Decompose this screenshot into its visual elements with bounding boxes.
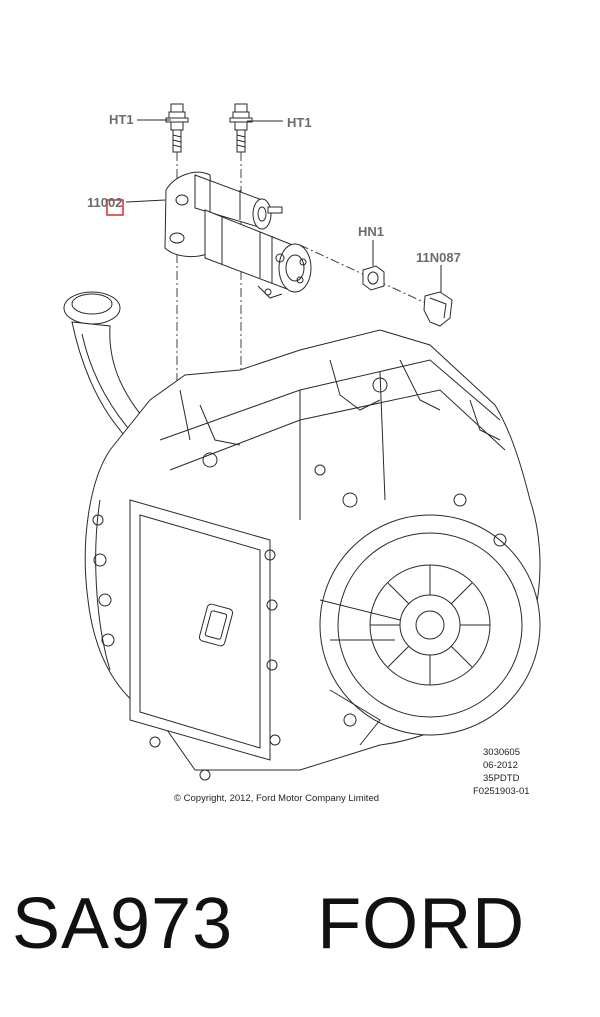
meta-line-4: F0251903-01 bbox=[473, 786, 530, 797]
callout-hn1: HN1 bbox=[358, 224, 384, 239]
meta-line-2: 06-2012 bbox=[483, 760, 518, 771]
caption-spacer bbox=[233, 884, 317, 964]
callout-11002: 11002 bbox=[87, 195, 122, 210]
bolt-right bbox=[229, 103, 253, 153]
cap bbox=[423, 291, 453, 327]
transmission bbox=[63, 291, 541, 781]
highlight-box bbox=[106, 199, 124, 216]
meta-line-1: 3030605 bbox=[483, 747, 520, 758]
callout-ht1-left: HT1 bbox=[109, 112, 134, 127]
leader-11002 bbox=[125, 199, 166, 203]
nut bbox=[362, 265, 385, 291]
caption-brand: FORD bbox=[317, 884, 526, 964]
starter-motor bbox=[164, 171, 312, 299]
bolt-left bbox=[165, 103, 189, 153]
caption: SA973 FORD bbox=[12, 888, 525, 960]
caption-part-number: SA973 bbox=[12, 884, 234, 964]
meta-line-3: 35PDTD bbox=[483, 773, 520, 784]
callout-11n087: 11N087 bbox=[416, 250, 461, 265]
copyright-text: © Copyright, 2012, Ford Motor Company Li… bbox=[174, 793, 379, 804]
callout-ht1-right: HT1 bbox=[287, 115, 312, 130]
